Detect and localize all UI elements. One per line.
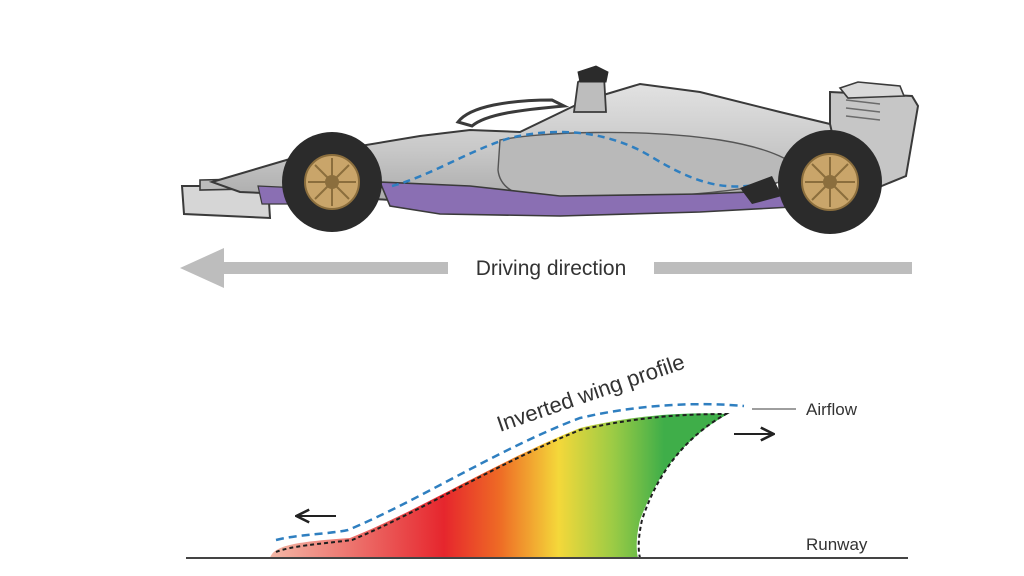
wing-airflow-line xyxy=(275,402,745,542)
wing-contour-line xyxy=(275,412,730,559)
wing-profile-shape xyxy=(270,413,728,558)
wing-profile-diagram xyxy=(186,402,908,559)
front-wheel xyxy=(282,132,382,232)
f1-car xyxy=(180,65,920,234)
driving-direction-arrow xyxy=(180,248,912,288)
halo xyxy=(455,98,570,128)
airflow-label: Airflow xyxy=(806,400,858,419)
driving-direction-label: Driving direction xyxy=(476,257,627,280)
car-airflow-line xyxy=(391,130,761,188)
runway-label: Runway xyxy=(806,535,868,554)
rear-wheel xyxy=(778,130,882,234)
